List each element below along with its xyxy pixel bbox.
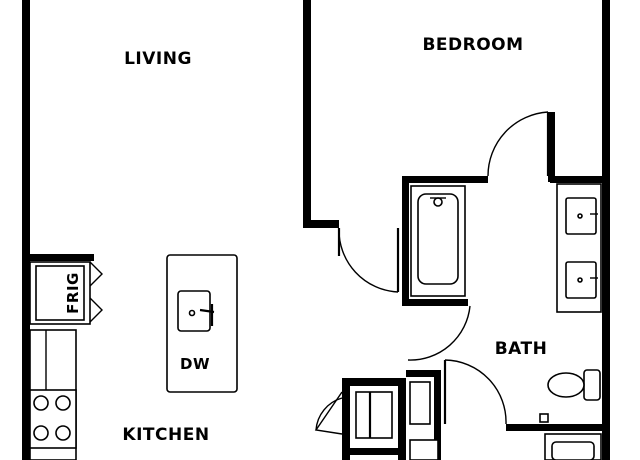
wall-closet-right: [434, 370, 441, 460]
wall-bath-bottom: [506, 424, 610, 431]
wall-bath-right: [602, 176, 610, 460]
wall-bedroom-stub: [303, 220, 339, 228]
kitchen-counter: [29, 329, 77, 460]
wall-tub-bottom: [402, 299, 468, 306]
hall-fixture: [409, 439, 439, 460]
wall-closet-bottom: [350, 448, 400, 455]
toilet: [539, 369, 601, 423]
burner-icon: [33, 395, 49, 411]
wall-hall-top: [406, 370, 440, 377]
wall-bath-top-right: [550, 176, 610, 183]
fridge-inner: [35, 265, 85, 321]
toilet-bowl-icon: [547, 372, 585, 398]
room-label-living: LIVING: [124, 49, 192, 69]
doors: [314, 111, 550, 439]
tub-drain-icon: [433, 197, 443, 207]
wall-bedroom-right: [602, 0, 610, 184]
closet-shelf: [355, 391, 393, 439]
burner-icon: [55, 425, 71, 441]
hall-closet-shelf: [409, 381, 431, 425]
wall-left-upper: [22, 0, 30, 258]
burner-icon: [55, 395, 71, 411]
bath-lower-door-swing: [407, 305, 471, 361]
walls: [22, 0, 610, 460]
burner-icon: [33, 425, 49, 441]
kitchen-island: [166, 254, 238, 393]
vanity: [556, 183, 602, 313]
fridge-doors: [89, 261, 103, 323]
room-label-bedroom: BEDROOM: [422, 35, 523, 55]
fixture-label-fridge: FRIG: [64, 272, 82, 314]
closet-door-swing: [315, 397, 343, 431]
toilet-paper-icon: [539, 413, 549, 423]
bath-entry-door-swing: [444, 359, 507, 425]
wall-fridge-top: [22, 254, 94, 261]
wall-living-bedroom: [303, 0, 311, 228]
fixture-label-dw: DW: [180, 355, 210, 373]
wall-bath-door-jamb: [548, 112, 555, 182]
bathtub: [410, 185, 466, 297]
wall-closet-mid: [398, 378, 406, 460]
tub-inner: [417, 193, 459, 285]
room-label-bath: BATH: [495, 339, 548, 359]
wall-tub-left: [402, 176, 409, 306]
wall-closet-top: [342, 378, 404, 386]
wall-left-lower: [22, 254, 30, 460]
room-label-kitchen: KITCHEN: [122, 425, 209, 445]
toilet-tank-icon: [583, 369, 601, 401]
wall-bedroom-bottom: [402, 176, 488, 183]
wall-closet-left: [342, 378, 350, 460]
island-sink-drain-icon: [188, 309, 196, 317]
sink-bottom-drain-icon: [577, 277, 583, 283]
closet-door-left: [314, 391, 343, 435]
bath-door-swing: [487, 111, 549, 177]
fridge: [29, 261, 103, 325]
lower-fixture-basin: [551, 441, 595, 460]
bedroom-door-swing: [338, 227, 399, 293]
sink-top-drain-icon: [577, 213, 583, 219]
